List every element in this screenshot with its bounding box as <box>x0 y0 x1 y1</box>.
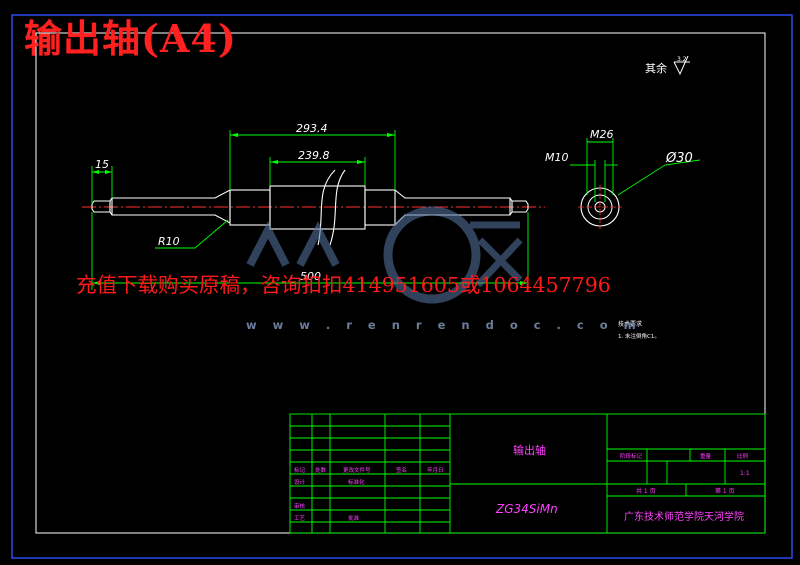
school-name: 广东技术师范学院天河学院 <box>624 510 744 523</box>
part-name: 输出轴 <box>513 443 546 457</box>
label-weight: 重量 <box>700 452 712 460</box>
sheet-border <box>11 14 793 559</box>
label-mark: 标记 <box>294 466 306 474</box>
dimension-lines <box>91 130 701 290</box>
drawing-title: 输出轴(A4) <box>24 16 237 61</box>
roughness-symbol-icon <box>673 55 690 76</box>
dim-500: 500 <box>300 270 321 283</box>
dim-293: 293.4 <box>296 122 328 135</box>
dim-r10: R10 <box>158 235 180 248</box>
promo-banner: 充值下载购买原稿，咨询扣扣414951605或1064457796 <box>76 273 611 297</box>
dim-phi30: Ø30 <box>665 151 693 166</box>
label-approve: 批准 <box>348 514 360 522</box>
label-change-doc: 更改文件号 <box>343 466 371 474</box>
dim-m10: M10 <box>545 151 569 164</box>
label-review: 审核 <box>294 502 306 510</box>
label-process: 工艺 <box>294 515 306 522</box>
material: ZG34SiMn <box>495 502 558 516</box>
scale-value: 1:1 <box>740 470 750 477</box>
end-view <box>578 185 622 229</box>
title-block-grid <box>289 413 766 534</box>
label-design: 设计 <box>294 478 306 486</box>
label-standardize: 标准化 <box>348 478 365 486</box>
label-count: 处数 <box>315 466 327 474</box>
surface-note: 其余 <box>645 61 667 75</box>
tech-note-1: 1. 未注倒角C1。 <box>618 332 660 340</box>
label-date: 年月日 <box>427 466 444 474</box>
tech-note-heading: 技术要求 <box>618 320 642 328</box>
sheet-number: 第 1 页 <box>715 487 735 495</box>
label-stage-mark: 阶段标记 <box>620 452 643 460</box>
dimension-arrows <box>92 133 528 285</box>
watermark-logo-icon <box>246 206 523 304</box>
dim-239: 239.8 <box>298 149 330 162</box>
sheet-total: 共 1 页 <box>636 487 656 495</box>
label-scale: 比例 <box>737 452 749 460</box>
label-sign: 签名 <box>396 466 407 474</box>
dim-m26: M26 <box>590 128 614 141</box>
dim-15: 15 <box>95 158 109 171</box>
roughness-value: 3.2 <box>677 56 687 63</box>
watermark-url: w w w . r e n r e n d o c . c o m <box>246 318 642 332</box>
